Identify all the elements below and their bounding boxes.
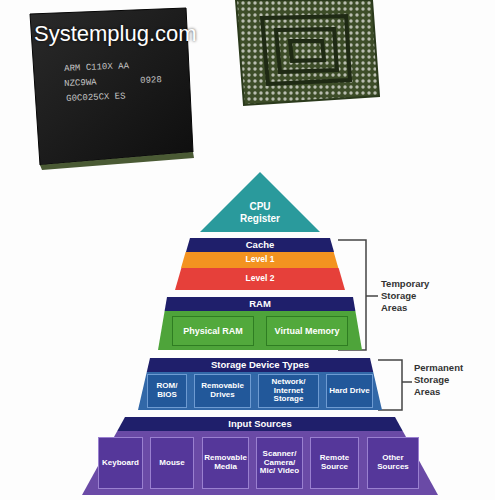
chip-ring [290, 41, 324, 61]
node-label: ROM/ BIOS [148, 375, 186, 407]
input-box: Other Sources [367, 437, 419, 489]
node-label: Removable Drives [195, 375, 250, 407]
node-label: Other Sources [368, 438, 418, 488]
input-box: Removable Media [202, 437, 249, 489]
input-box: Remote Source [310, 437, 359, 489]
chip-edge [40, 152, 194, 170]
bracket-tick [366, 295, 378, 297]
bracket [378, 360, 402, 410]
node-label: Scanner/ Camera/ Mic/ Video [257, 438, 302, 488]
tier-shape [138, 372, 382, 410]
node-label: Input Sources [82, 417, 438, 431]
region-label: Temporary Storage Areas [381, 278, 441, 314]
node-label: Network/ Internet Storage [259, 375, 318, 407]
tier-shape [158, 311, 362, 350]
pyramid-apex: CPU Register [200, 172, 320, 232]
pyramid-tier: RAM Physical RAM Virtual Memory [158, 297, 362, 350]
node-label: Virtual Memory [267, 317, 347, 345]
cache-band: Level 1 [181, 252, 338, 268]
storage-box: Removable Drives [194, 374, 251, 408]
cache-band: Level 2 [175, 268, 345, 290]
pyramid-tier: Storage Device TypesROM/ BIOS Removable D… [138, 358, 382, 410]
node-label: Physical RAM [173, 317, 253, 345]
pyramid-tier: Input SourcesKeyboardMouseRemovable Medi… [82, 417, 438, 495]
pyramid-tier: CacheLevel 1Level 2 [175, 238, 345, 290]
node-label: Storage Device Types [138, 358, 382, 372]
bracket-tick [402, 381, 412, 383]
node-label: CPU Register [234, 201, 286, 225]
chip-ring [276, 29, 337, 72]
node-label: Hard Drive [327, 375, 372, 407]
watermark: Systemplug.com [34, 20, 254, 48]
node-label: Removable Media [203, 438, 248, 488]
storage-box: ROM/ BIOS [147, 374, 187, 408]
input-box: Scanner/ Camera/ Mic/ Video [256, 437, 303, 489]
memory-box: Virtual Memory [266, 316, 348, 346]
memory-box: Physical RAM [172, 316, 254, 346]
apex-triangle [200, 172, 320, 232]
input-box: Keyboard [98, 437, 143, 489]
input-box: Mouse [150, 437, 194, 489]
tier-shape [175, 268, 345, 290]
storage-box: Hard Drive [326, 374, 373, 408]
storage-box: Network/ Internet Storage [258, 374, 319, 408]
node-label: Level 1 [181, 252, 338, 268]
node-label: Mouse [151, 438, 193, 488]
region-label: Permanent Storage Areas [414, 362, 476, 398]
tier-shape [181, 252, 338, 268]
tier-shape [82, 431, 438, 495]
node-label: Cache [175, 238, 345, 252]
bga-chip [236, 0, 379, 105]
chip-marking: 0928 [140, 74, 180, 87]
node-label: Keyboard [99, 438, 142, 488]
node-label: Remote Source [311, 438, 358, 488]
node-label: Level 2 [175, 268, 345, 290]
node-label: RAM [158, 297, 362, 311]
chip-ring [262, 16, 350, 84]
